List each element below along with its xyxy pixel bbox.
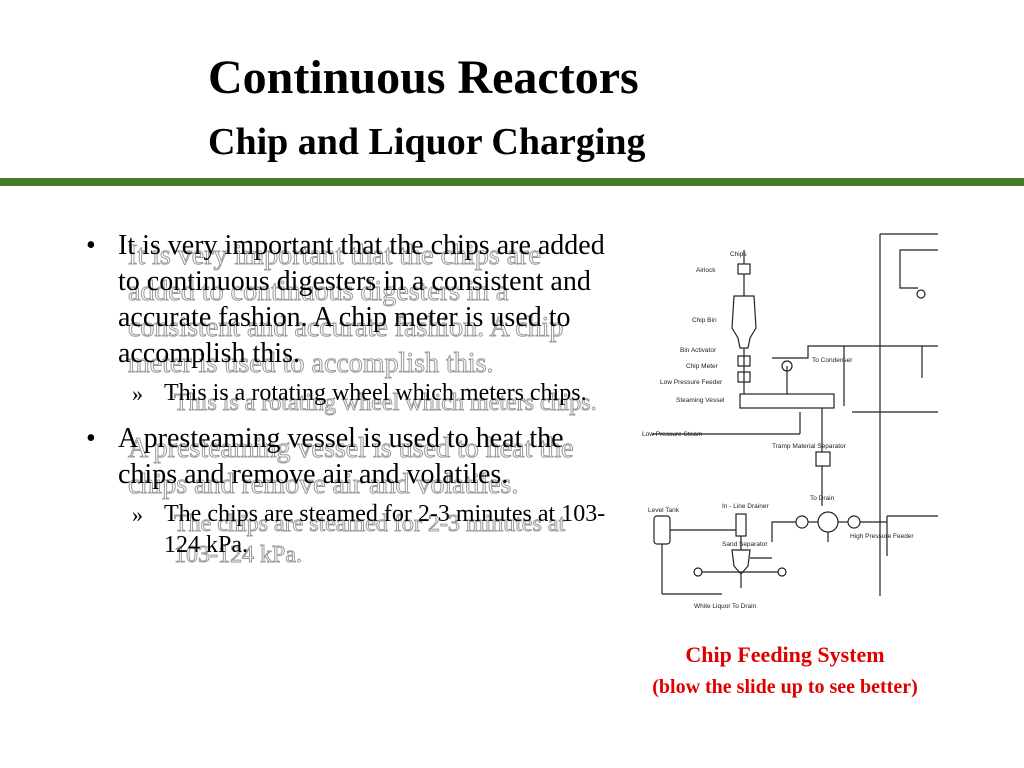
sub-bullet-item: » This is a rotating wheel which meters … [86, 378, 606, 417]
sub-bullet-text-shadow: The chips are steamed for 2-3 minutes at… [174, 511, 566, 569]
bullet-marker: • [86, 423, 96, 454]
label-chip-bin: Chip Bin [692, 317, 717, 324]
sub-bullet-text-shadow: This is a rotating wheel which meters ch… [174, 390, 598, 417]
bullet-item: • It is very important that the chips ar… [86, 228, 606, 380]
airlock [737, 263, 751, 275]
label-to-drain: To Drain [810, 495, 835, 502]
pipe-line [771, 521, 796, 542]
chip-feeding-diagram: Chips Airlock Chip Bin Bin Activator Chi… [642, 233, 938, 610]
label-high-pressure-feeder: High Pressure Feeder [850, 533, 914, 540]
circulation-pump [847, 515, 861, 529]
figure-caption: Chip Feeding System [685, 642, 885, 667]
label-low-pressure-steam: Low Pressure Steam [642, 431, 702, 438]
valve-symbol [916, 289, 926, 299]
bullet-marker: • [86, 230, 96, 261]
label-to-condenser: To Condenser [812, 357, 853, 364]
bullet-text: It is very important that the chips are … [118, 230, 605, 369]
label-level-tank: Level Tank [648, 507, 680, 514]
title-divider [0, 178, 1024, 186]
pressure-relief [781, 360, 793, 372]
label-white-liquor: White Liquor [694, 603, 731, 610]
label-chip-meter: Chip Meter [686, 363, 719, 370]
bullet-text-shadow: It is very important that the chips are … [128, 240, 564, 380]
level-tank [653, 515, 671, 545]
steaming-vessel [739, 393, 835, 409]
inline-drainer [735, 513, 747, 537]
label-tramp-separator: Tramp Material Separator [772, 443, 847, 450]
circulation-pump [795, 515, 809, 529]
bullet-text-shadow: A presteaming vessel is used to heat the… [128, 433, 575, 501]
sub-bullet-text: The chips are steamed for 2-3 minutes at… [164, 501, 606, 558]
label-to-drain: To Drain [732, 603, 757, 610]
bullet-text: A presteaming vessel is used to heat the… [118, 423, 564, 490]
valve-symbol [777, 567, 787, 577]
label-bin-activator: Bin Activator [680, 347, 717, 354]
sub-bullet-item: » The chips are steamed for 2-3 minutes … [86, 499, 606, 569]
tramp-material-separator [815, 451, 831, 467]
sub-bullet-marker: » [132, 502, 143, 527]
sub-bullet-text: This is a rotating wheel which meters ch… [164, 380, 587, 406]
slide-subtitle: Chip and Liquor Charging [208, 121, 646, 163]
slide-title: Continuous Reactors [208, 51, 639, 104]
label-inline-drainer: In - Line Drainer [722, 503, 769, 510]
valve-symbol [693, 567, 703, 577]
sand-separator [731, 549, 751, 575]
figure-caption-note: (blow the slide up to see better) [652, 676, 918, 698]
bullet-list: • It is very important that the chips ar… [86, 228, 606, 569]
label-chips: Chips [730, 251, 747, 258]
chip-bin [731, 295, 757, 349]
high-pressure-feeder [817, 511, 839, 533]
pipe-line [772, 345, 938, 359]
label-airlock: Airlock [696, 267, 716, 274]
pipe-line [899, 249, 938, 289]
label-low-pressure-feeder: Low Pressure Feeder [660, 379, 723, 386]
label-steaming-vessel: Steaming Vessel [676, 397, 725, 404]
label-sand-separator: Sand Separator [722, 541, 768, 548]
sub-bullet-marker: » [132, 381, 143, 406]
bullet-item: • A presteaming vessel is used to heat t… [86, 421, 606, 501]
